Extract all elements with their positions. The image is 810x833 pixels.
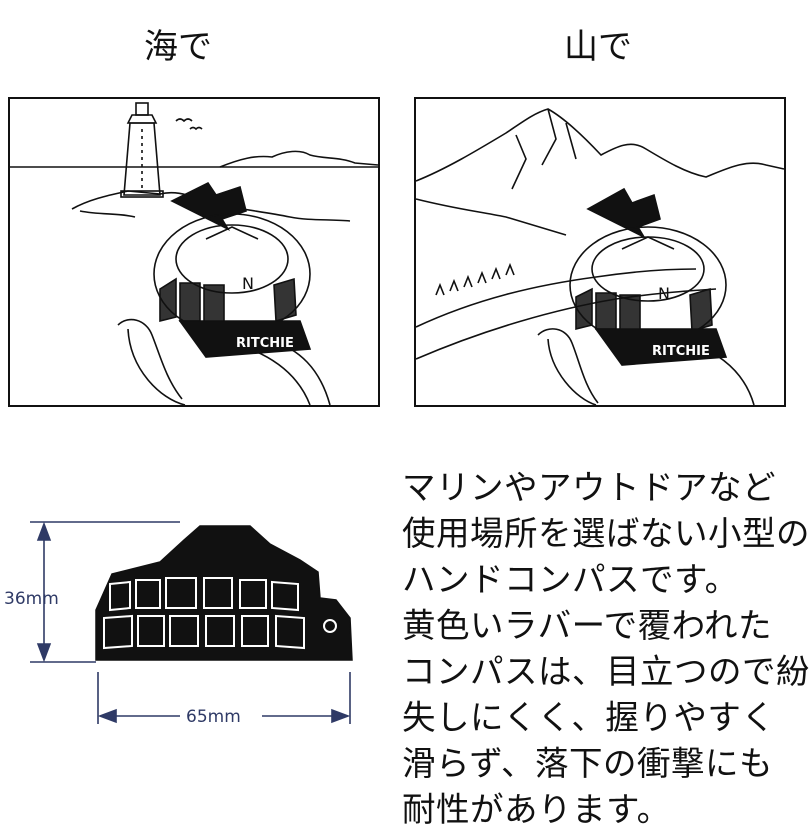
description-line: 黄色いラバーで覆われた xyxy=(402,606,772,645)
road-edge-left xyxy=(415,268,697,328)
sea-illustration: N RITCHIE xyxy=(8,97,380,407)
description-line: 滑らず、落下の衝撃にも xyxy=(402,744,773,783)
bird-icon xyxy=(175,118,193,123)
distant-land xyxy=(219,150,379,168)
caption-mountain: 山で xyxy=(564,27,632,67)
thumb-icon xyxy=(537,328,599,406)
description-line: マリンやアウトドアなど xyxy=(402,468,776,507)
width-label: 65mm xyxy=(186,707,241,727)
thumb-icon xyxy=(117,318,186,406)
caption-sea: 海で xyxy=(144,27,212,67)
compass-brand: RITCHIE xyxy=(236,336,294,351)
lighthouse-icon xyxy=(120,102,164,198)
direction-arrow-icon xyxy=(586,187,661,239)
width-dimension xyxy=(97,672,351,724)
compass-side-view xyxy=(95,525,353,661)
height-dimension xyxy=(30,521,180,663)
description-line: 使用場所を選ばない小型の xyxy=(402,514,810,553)
compass-icon: N RITCHIE xyxy=(569,226,728,366)
compass-letter: N xyxy=(658,284,670,303)
height-label: 36mm xyxy=(4,589,59,609)
compass-icon: N RITCHIE xyxy=(153,213,312,358)
description-line: コンパスは、目立つので紛 xyxy=(402,652,810,691)
product-description: マリンやアウトドアなど 使用場所を選ばない小型の ハンドコンパスです。 黄色いラ… xyxy=(402,465,810,833)
mountain-ridge xyxy=(415,108,785,182)
dimension-drawing: 36mm 65mm xyxy=(4,521,353,727)
description-line: 耐性があります。 xyxy=(402,790,671,829)
description-line: ハンドコンパスです。 xyxy=(402,560,739,599)
compass-letter: N xyxy=(242,274,254,293)
mountain-illustration: N RITCHIE xyxy=(414,97,786,407)
compass-brand: RITCHIE xyxy=(652,344,710,359)
description-line: 失しにくく、握りやすく xyxy=(402,698,776,737)
direction-arrow-icon xyxy=(170,181,247,231)
